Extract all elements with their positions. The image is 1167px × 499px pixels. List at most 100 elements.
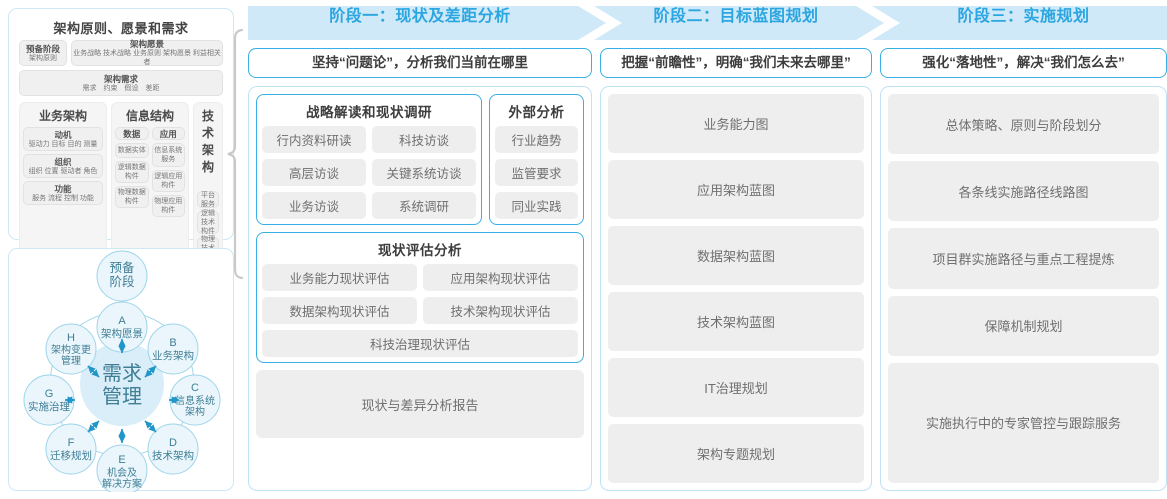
left-column: 架构原则、愿景和需求 预备阶段 架构原则 架构愿景 业务战略 技术战略 业务原则…	[8, 8, 234, 496]
node-f	[45, 423, 97, 475]
node-a-label: 架构愿景	[101, 327, 143, 340]
info-app-item-1: 逻辑应用构件	[151, 170, 185, 192]
chip-item[interactable]: 同业实践	[495, 192, 578, 219]
node-f-key: F	[68, 437, 75, 449]
chip-row: 业务访谈 系统调研	[262, 192, 476, 219]
node-b	[147, 323, 199, 375]
node-f-label: 迁移规划	[50, 449, 92, 462]
strategy-research-box[interactable]: 战略解读和现状调研 行内资料研读 科技访谈 高层访谈 关键系统访谈 业务访谈 系…	[256, 94, 482, 225]
stage3-body: 总体策略、原则与阶段划分 各条线实施路径线路图 项目群实施路径与重点工程提炼 保…	[880, 86, 1167, 491]
togaf-content-framework-panel: 架构原则、愿景和需求 预备阶段 架构原则 架构愿景 业务战略 技术战略 业务原则…	[8, 8, 234, 305]
stage-1-column: 坚持“问题论”，分析我们当前在哪里 战略解读和现状调研 行内资料研读 科技访谈 …	[248, 48, 592, 491]
list-item[interactable]: 保障机制规划	[888, 295, 1159, 356]
chip-item[interactable]: 高层访谈	[262, 159, 366, 186]
framework-prelim-box: 预备阶段 架构原则	[19, 40, 67, 66]
chip-row: 行内资料研读 科技访谈	[262, 126, 476, 153]
list-item[interactable]: 技术架构蓝图	[608, 292, 864, 351]
node-g-label: 实施治理	[28, 400, 70, 413]
stage1-body: 战略解读和现状调研 行内资料研读 科技访谈 高层访谈 关键系统访谈 业务访谈 系…	[248, 86, 592, 491]
node-e-label-2: 解决方案	[102, 477, 142, 490]
list-item[interactable]: 项目群实施路径与重点工程提炼	[888, 228, 1159, 289]
framework-col-business: 业务架构 动机 驱动力 目标 目的 测量 组织 组织 位置 驱动者 角色 功能	[19, 102, 107, 264]
chip-item[interactable]: 业务访谈	[262, 192, 366, 219]
framework-columns: 业务架构 动机 驱动力 目标 目的 测量 组织 组织 位置 驱动者 角色 功能	[14, 96, 228, 264]
node-g-key: G	[45, 388, 54, 400]
node-d-label: 技术架构	[152, 449, 194, 462]
list-item[interactable]: 数据架构蓝图	[608, 226, 864, 285]
col-technology-title: 技术架构	[201, 109, 214, 174]
chip-item[interactable]: 系统调研	[372, 192, 476, 219]
chip-item[interactable]: 技术架构现状评估	[423, 297, 578, 324]
info-data-title: 数据	[115, 127, 149, 140]
arrow-b-out	[144, 365, 157, 378]
assessment-title: 现状评估分析	[378, 243, 462, 258]
stage1-top-row: 战略解读和现状调研 行内资料研读 科技访谈 高层访谈 关键系统访谈 业务访谈 系…	[256, 94, 584, 225]
node-b-key: B	[169, 337, 176, 349]
biz-group-function: 功能 服务 流程 控制 功能	[23, 181, 103, 205]
col-business-title: 业务架构	[38, 109, 87, 123]
external-analysis-title: 外部分析	[508, 105, 565, 120]
stage1-band-label: 阶段一：现状及差距分析	[329, 8, 511, 25]
chip-item[interactable]: 行内资料研读	[262, 126, 366, 153]
info-app-title: 应用	[151, 127, 185, 140]
chip-row: 数据架构现状评估 技术架构现状评估	[262, 297, 578, 324]
chip-item[interactable]: 关键系统访谈	[372, 159, 476, 186]
node-prelim-line2: 阶段	[109, 274, 134, 289]
framework-row-vision: 预备阶段 架构原则 架构愿景 业务战略 技术战略 业务原则 架构愿景 利益相关者	[14, 39, 228, 66]
requirements-title: 架构需求	[103, 73, 138, 84]
node-b-label: 业务架构	[152, 349, 194, 362]
list-item[interactable]: IT治理规划	[608, 358, 864, 417]
framework-col-information: 信息结构 数据 数据实体 逻辑数据构件	[111, 102, 189, 264]
node-d-key: D	[169, 437, 177, 449]
list-item[interactable]: 业务能力图	[608, 94, 864, 153]
chip-row: 业务能力现状评估 应用架构现状评估	[262, 264, 578, 291]
list-item[interactable]: 各条线实施路径线路图	[888, 161, 1159, 222]
chip-row: 科技治理现状评估	[262, 330, 578, 357]
current-state-assessment-box[interactable]: 现状评估分析 业务能力现状评估 应用架构现状评估 数据架构现状评估 技术架构现状…	[256, 232, 584, 363]
stage3-band-label: 阶段三：实施规划	[957, 8, 1090, 25]
requirements-sub: 需求 约束 假设 差距	[82, 84, 160, 92]
band-seg-2	[594, 6, 884, 40]
chip-item[interactable]: 科技访谈	[372, 126, 476, 153]
node-a-key: A	[118, 315, 126, 327]
node-h-label-1: 架构变更	[51, 343, 91, 356]
stage2-body: 业务能力图 应用架构蓝图 数据架构蓝图 技术架构蓝图 IT治理规划 架构专题规划	[600, 86, 872, 491]
list-item[interactable]: 总体策略、原则与阶段划分	[888, 94, 1159, 155]
band-seg-3	[872, 6, 1167, 40]
biz-group-motivation: 动机 驱动力 目标 目的 测量	[23, 127, 103, 151]
tech-item-1: 逻辑技术构件	[197, 210, 219, 235]
list-item[interactable]: 架构专题规划	[608, 424, 864, 483]
stage2-subtitle: 把握“前瞻性”，明确“我们未来去哪里”	[600, 48, 872, 78]
node-c-key: C	[191, 382, 199, 394]
info-app-item-0: 信息系统服务	[151, 143, 185, 167]
node-h	[45, 323, 97, 375]
strategy-research-title: 战略解读和现状调研	[306, 105, 432, 120]
tech-item-0: 平台服务	[197, 191, 219, 208]
stages-region: 阶段一：现状及差距分析 阶段二：目标蓝图规划 阶段三：实施规划 坚持“问题论”，…	[248, 0, 1167, 499]
chip-item[interactable]: 科技治理现状评估	[262, 330, 578, 357]
stage3-subtitle: 强化“落地性”，解决“我们怎么去”	[880, 48, 1167, 78]
node-e-key: E	[118, 454, 125, 466]
vision-sub: 业务战略 技术战略 业务原则 架构愿景 利益相关者	[73, 50, 221, 66]
togaf-adm-cycle-panel: 预备 阶段 需求 管理 A 架构愿景 B 业务架构	[8, 248, 234, 496]
gap-analysis-report-card[interactable]: 现状与差异分析报告	[256, 370, 584, 438]
band-seg-1	[248, 6, 606, 40]
list-item[interactable]: 应用架构蓝图	[608, 160, 864, 219]
center-line2: 管理	[102, 385, 142, 408]
chip-item[interactable]: 业务能力现状评估	[262, 264, 417, 291]
list-item[interactable]: 实施执行中的专家管控与跟踪服务	[888, 362, 1159, 484]
node-prelim-line1: 预备	[109, 261, 135, 275]
framework-vision-box: 架构愿景 业务战略 技术战略 业务原则 架构愿景 利益相关者	[71, 39, 223, 66]
chip-row: 高层访谈 关键系统访谈	[262, 159, 476, 186]
connector-bracket	[227, 28, 244, 280]
external-analysis-box[interactable]: 外部分析 行业趋势 监管要求 同业实践	[489, 94, 584, 225]
prelim-sub: 架构原则	[29, 54, 57, 62]
chip-item[interactable]: 应用架构现状评估	[423, 264, 578, 291]
chip-item[interactable]: 监管要求	[495, 159, 578, 186]
biz-group-organization: 组织 组织 位置 驱动者 角色	[23, 154, 103, 178]
chip-item[interactable]: 数据架构现状评估	[262, 297, 417, 324]
vision-title: 架构愿景	[129, 39, 164, 49]
chip-item[interactable]: 行业趋势	[495, 126, 578, 153]
stage1-subtitle: 坚持“问题论”，分析我们当前在哪里	[248, 48, 592, 78]
